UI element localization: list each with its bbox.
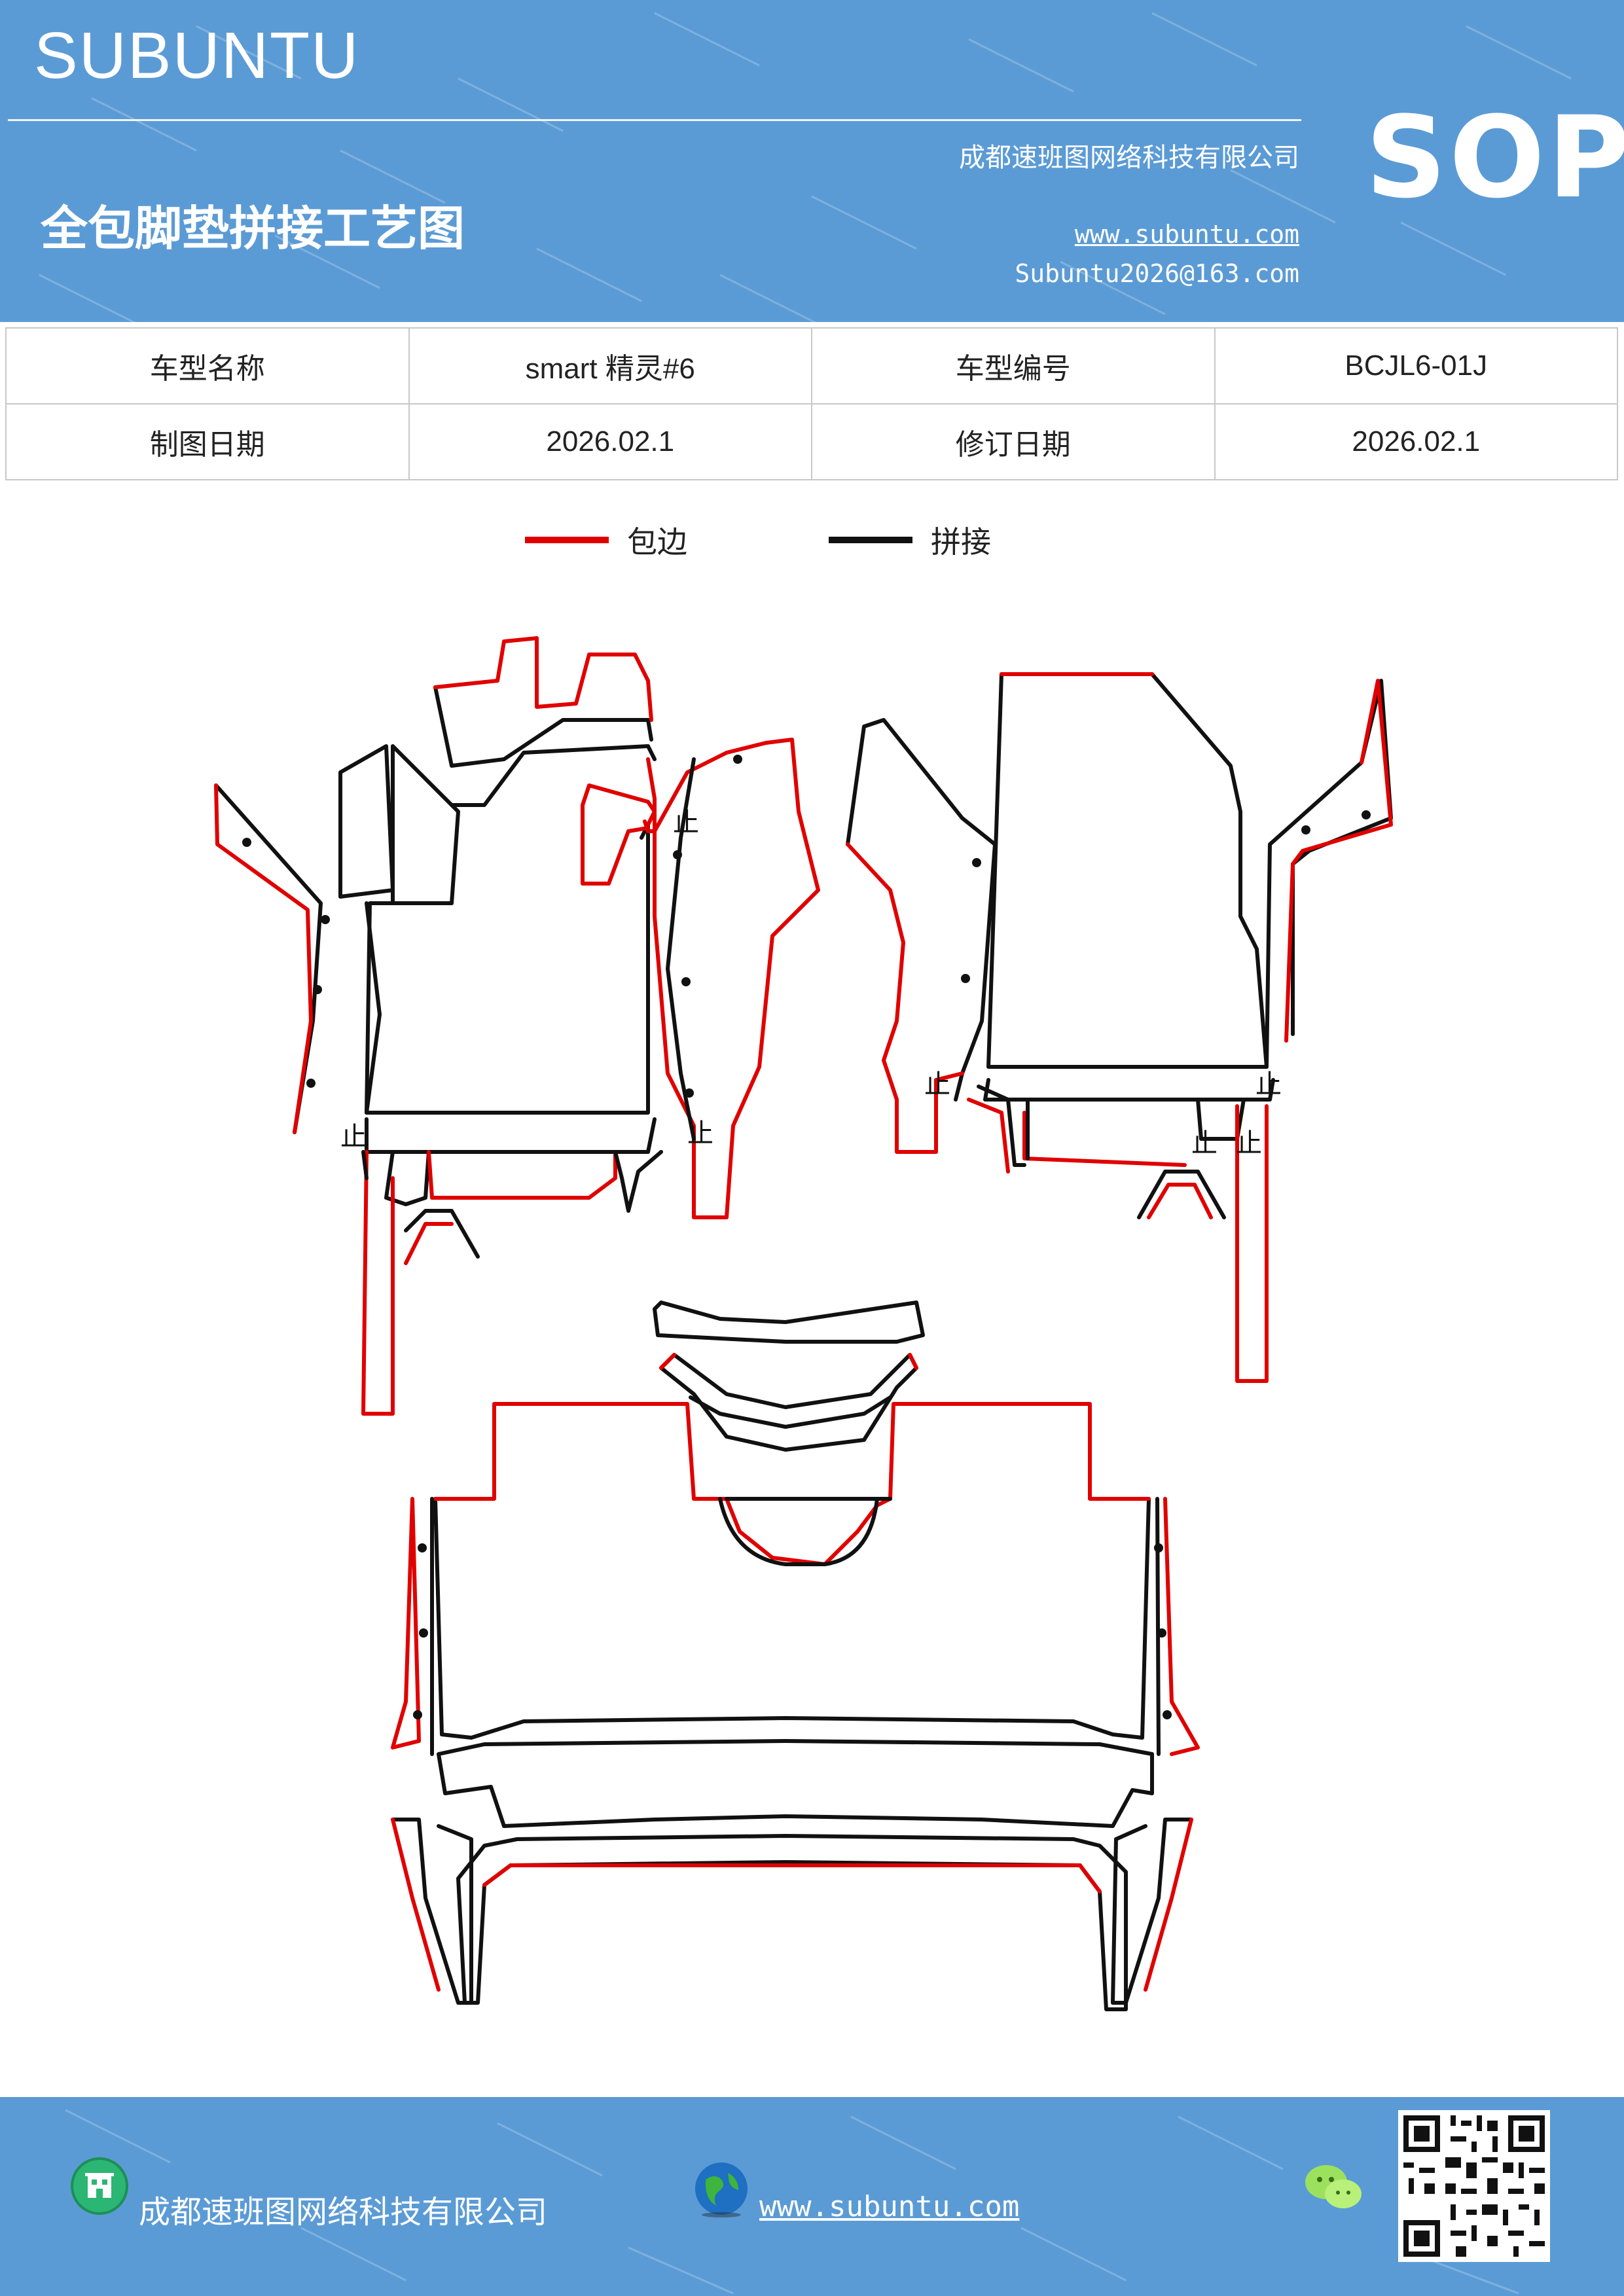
table-row: 车型名称 smart 精灵#6 车型编号 BCJL6-01J <box>5 327 1618 404</box>
revise-date-label: 修订日期 <box>811 403 1216 480</box>
footer-company: 成都速班图网络科技有限公司 <box>139 2194 548 2231</box>
mat-piece-center-strip <box>653 738 820 1219</box>
legend-edge-label: 包边 <box>627 524 687 560</box>
stop-marks: 止 止 止 止 止 止 止 <box>340 808 1282 1158</box>
model-code-value: BCJL6-01J <box>1214 327 1618 404</box>
vehicle-info-table: 车型名称 smart 精灵#6 车型编号 BCJL6-01J 制图日期 2026… <box>5 327 1618 480</box>
legend-splice: 拼接 <box>829 517 991 563</box>
stop-mark: 止 <box>687 1119 713 1149</box>
mat-piece-passenger-area <box>846 672 1393 1383</box>
globe-icon <box>695 2162 748 2217</box>
header-email[interactable]: Subuntu2026@163.com <box>1015 259 1299 288</box>
brand-logo-text: SUBUNTU <box>34 19 360 92</box>
mat-piece-rear-area <box>391 1300 1200 2011</box>
header-company: 成都速班图网络科技有限公司 <box>959 143 1299 173</box>
stop-mark: 止 <box>340 1122 367 1152</box>
stop-mark: 止 <box>924 1069 950 1100</box>
table-row: 制图日期 2026.02.1 修订日期 2026.02.1 <box>5 403 1618 480</box>
model-name-value: smart 精灵#6 <box>408 327 812 404</box>
wechat-icon[interactable] <box>1303 2160 1365 2215</box>
stop-mark: 止 <box>1255 1069 1282 1100</box>
header-website-link[interactable]: www.subuntu.com <box>1074 220 1299 249</box>
draw-date-value: 2026.02.1 <box>408 403 812 480</box>
stop-mark: 止 <box>673 808 699 838</box>
model-code-label: 车型编号 <box>811 327 1216 404</box>
edge-color-swatch <box>525 537 609 543</box>
watermark-pattern <box>65 2109 1519 2295</box>
splice-color-swatch <box>829 537 912 543</box>
building-icon <box>71 2157 128 2215</box>
watermark-pattern <box>39 12 1572 322</box>
stop-mark: 止 <box>1236 1128 1262 1158</box>
header-banner: SUBUNTU 全包脚垫拼接工艺图 成都速班图网络科技有限公司 www.subu… <box>0 0 1624 322</box>
floor-mat-splice-diagram: 止 止 止 止 止 止 止 <box>214 636 1393 2011</box>
stop-mark: 止 <box>1191 1128 1218 1158</box>
qr-code[interactable] <box>1398 2110 1550 2262</box>
legend-splice-label: 拼接 <box>931 524 991 560</box>
footer-website-link[interactable]: www.subuntu.com <box>759 2190 1020 2223</box>
draw-date-label: 制图日期 <box>5 403 410 480</box>
legend-edge: 包边 <box>525 517 687 563</box>
sop-label: SOP <box>1365 92 1624 223</box>
revise-date-value: 2026.02.1 <box>1214 403 1618 480</box>
document-title: 全包脚垫拼接工艺图 <box>41 201 465 256</box>
header-divider <box>8 119 1301 121</box>
model-name-label: 车型名称 <box>5 327 410 404</box>
mat-piece-driver-area <box>214 636 663 1416</box>
